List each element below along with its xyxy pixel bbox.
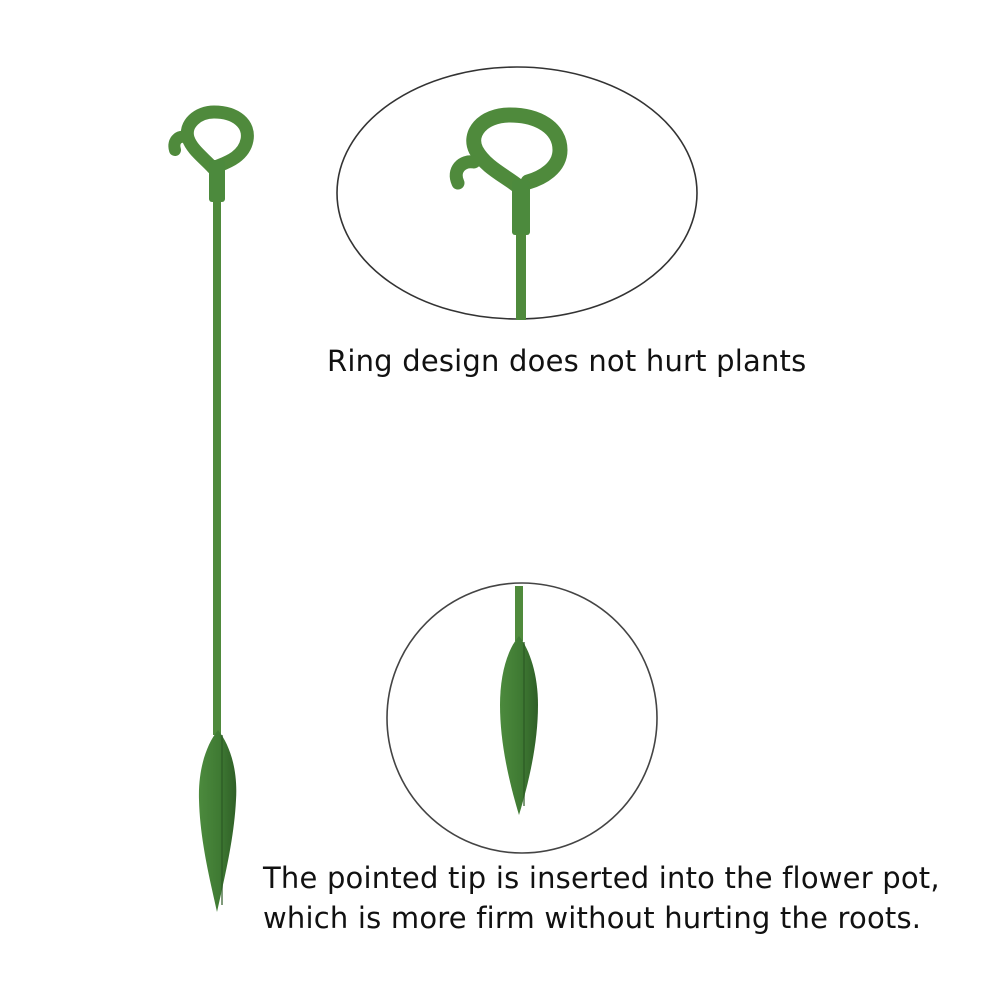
tip-caption: The pointed tip is inserted into the flo… <box>263 858 940 938</box>
tip-detail-callout <box>386 582 658 854</box>
tip-caption-line-1: The pointed tip is inserted into the flo… <box>263 861 940 895</box>
ring-caption: Ring design does not hurt plants <box>327 344 807 378</box>
full-stake-image <box>168 105 254 912</box>
ring-detail-callout <box>336 66 698 320</box>
tip-caption-line-2: which is more firm without hurting the r… <box>263 901 922 935</box>
